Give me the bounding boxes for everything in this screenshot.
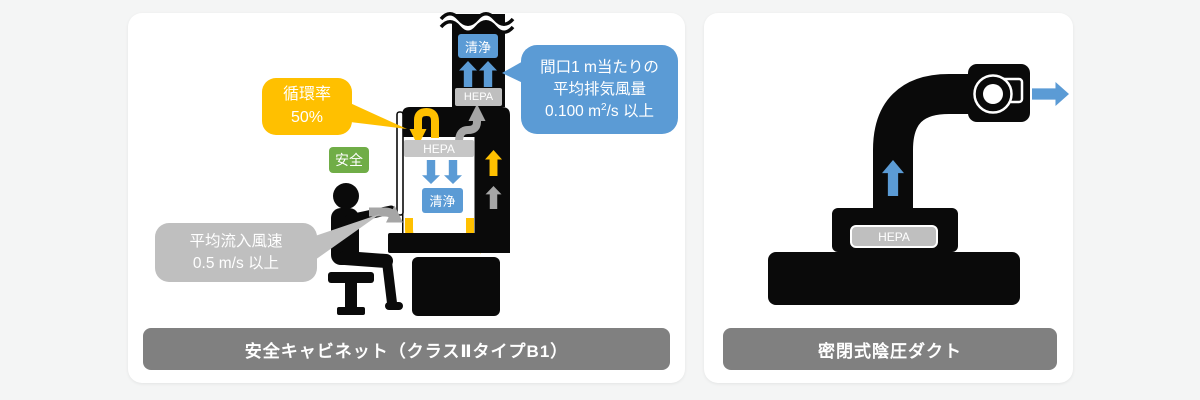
exhaust-callout: 間口1 m当たりの 平均排気風量 0.100 m2/s 以上 — [521, 45, 678, 134]
chamber-clean-label: 清浄 — [422, 188, 463, 213]
chamber-hepa-label: HEPA — [404, 140, 474, 157]
recirculation-callout-line1: 循環率 — [282, 85, 331, 103]
inflow-callout: 平均流入風速 0.5 m/s 以上 — [155, 223, 317, 282]
exhaust-callout-line1: 間口1 m当たりの — [540, 58, 659, 76]
recirculation-callout-line2: 50% — [290, 108, 324, 126]
recirculation-callout: 循環率 50% — [262, 78, 352, 135]
duct-hepa-label: HEPA — [850, 225, 938, 248]
inflow-callout-line2: 0.5 m/s 以上 — [192, 254, 280, 272]
right-panel-title: 密閉式陰圧ダクト — [723, 328, 1057, 370]
exhaust-clean-label: 清浄 — [458, 34, 498, 58]
exhaust-hepa-label: HEPA — [455, 88, 502, 106]
safety-badge: 安全 — [329, 147, 369, 173]
inflow-callout-line1: 平均流入風速 — [189, 232, 283, 250]
exhaust-callout-line3: 0.100 m2/s 以上 — [545, 101, 654, 120]
exhaust-callout-line2: 平均排気風量 — [552, 80, 646, 98]
left-panel-title: 安全キャビネット（クラスⅡタイプB1） — [143, 328, 670, 370]
